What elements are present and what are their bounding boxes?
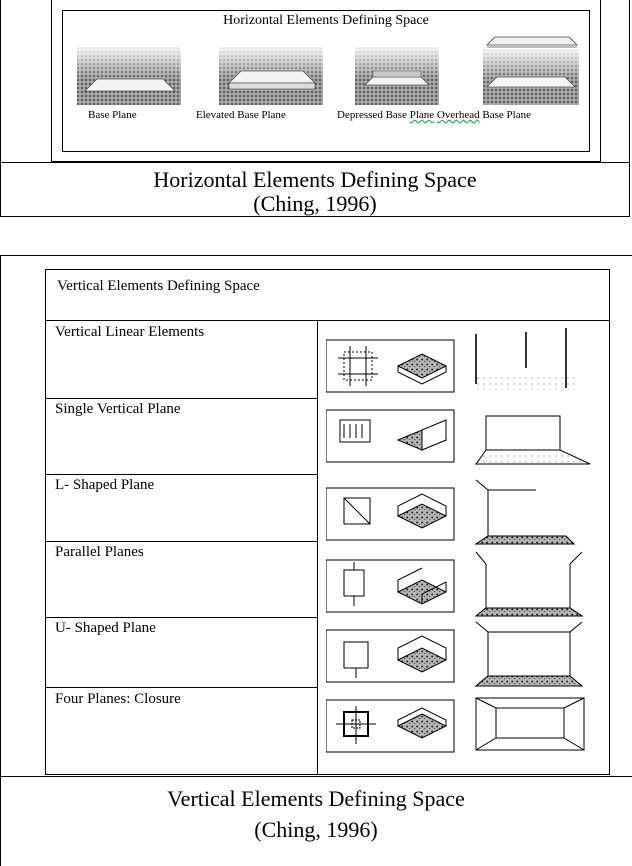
caption-citation: (Ching, 1996) [253, 191, 377, 216]
row2-drawing [326, 409, 591, 465]
row-label-closure: Four Planes: Closure [55, 691, 181, 707]
horizontal-elements-figure: Horizontal Elements Defining Space [0, 0, 630, 217]
base-plane-label: Base Plane [88, 109, 137, 121]
horizontal-figure-panel: Horizontal Elements Defining Space [51, 0, 601, 162]
row3-drawing [326, 479, 576, 545]
row-label-u-shaped: U- Shaped Plane [55, 620, 156, 636]
row-rule [46, 398, 318, 399]
row-label-vertical-linear: Vertical Linear Elements [55, 324, 205, 340]
depressed-overhead-plane-label: Depressed Base Plane Overhead Base Plane [337, 109, 531, 121]
table-rule [46, 320, 609, 321]
overhead-base-plane-illustration [483, 36, 579, 105]
caption-title: Vertical Elements Defining Space [167, 786, 465, 811]
row-label-single-plane: Single Vertical Plane [55, 401, 181, 417]
table-column-divider [317, 320, 318, 775]
base-plane-illustration [77, 47, 181, 105]
vertical-elements-figure: Vertical Elements Defining Space Vertica… [0, 255, 632, 866]
caption-divider [1, 776, 632, 777]
caption-citation: (Ching, 1996) [254, 817, 378, 842]
row-rule [46, 474, 318, 475]
horizontal-figure-image: Horizontal Elements Defining Space [62, 10, 590, 152]
depressed-base-plane-illustration [355, 47, 439, 105]
row-label-l-shaped: L- Shaped Plane [55, 477, 155, 493]
horizontal-figure-caption: Horizontal Elements Defining Space (Chin… [1, 168, 629, 216]
vertical-figure-caption: Vertical Elements Defining Space (Ching,… [1, 783, 631, 845]
row1-drawing [326, 328, 576, 393]
row4-drawing [326, 551, 584, 617]
row-label-parallel: Parallel Planes [55, 544, 144, 560]
row-rule [46, 687, 318, 688]
vertical-elements-illustrations [326, 328, 591, 753]
row-rule [46, 617, 318, 618]
caption-divider [1, 162, 629, 163]
elevated-base-plane-label: Elevated Base Plane [196, 109, 286, 121]
row5-drawing [326, 621, 584, 687]
row-rule [46, 541, 318, 542]
row6-drawing [326, 697, 585, 753]
horizontal-figure-inner-title: Horizontal Elements Defining Space [223, 13, 429, 28]
caption-title: Horizontal Elements Defining Space [153, 167, 477, 192]
vertical-elements-table: Vertical Elements Defining Space Vertica… [45, 269, 610, 775]
table-title: Vertical Elements Defining Space [57, 278, 260, 294]
elevated-base-plane-illustration [219, 47, 323, 105]
